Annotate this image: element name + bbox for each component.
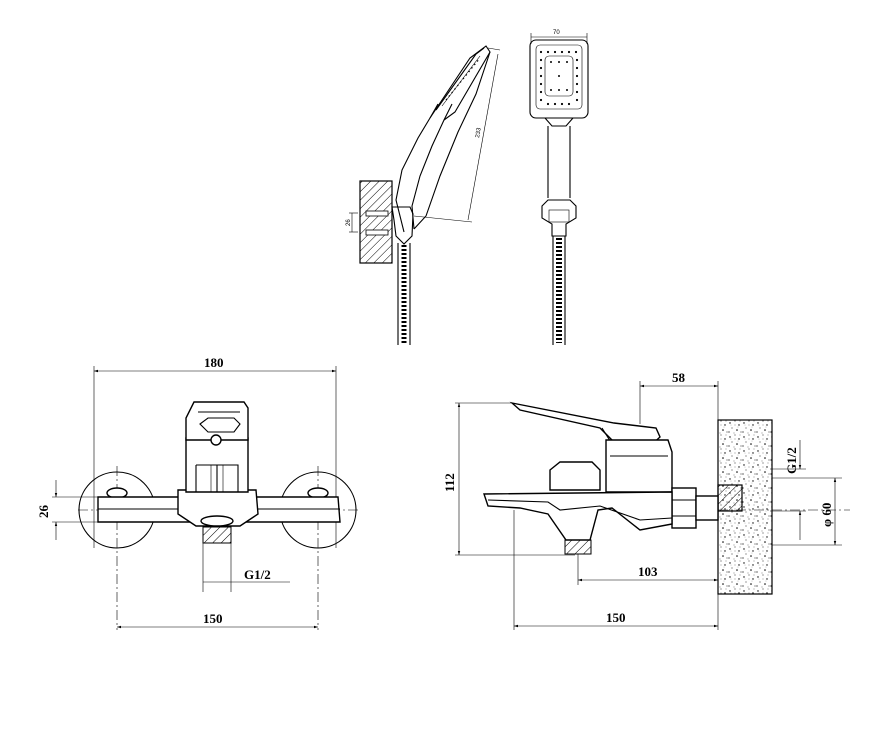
mixer-side-view: 58 112 G1/2 φ 60: [442, 370, 850, 630]
dim-180-label: 180: [204, 355, 224, 370]
dim-length-label: 233: [475, 127, 483, 139]
dim-150-side-label: 150: [606, 610, 626, 625]
dim-150-front-label: 150: [203, 611, 223, 626]
dim-holder-label: 26: [346, 219, 352, 226]
side-diameter-label: φ 60: [819, 503, 834, 527]
front-thread-label: G1/2: [244, 567, 271, 582]
dim-58-label: 58: [672, 370, 686, 385]
side-thread-label: G1/2: [784, 447, 799, 474]
dim-26-label: 26: [36, 505, 51, 519]
dim-112-label: 112: [442, 473, 457, 492]
hand-shower-side-view: 26 233: [346, 45, 501, 345]
dim-width-label: 70: [553, 30, 560, 36]
dim-103-label: 103: [638, 564, 658, 579]
mixer-front-view: 180 G1/2: [36, 355, 360, 630]
hand-shower-front-view: 70: [529, 30, 589, 345]
